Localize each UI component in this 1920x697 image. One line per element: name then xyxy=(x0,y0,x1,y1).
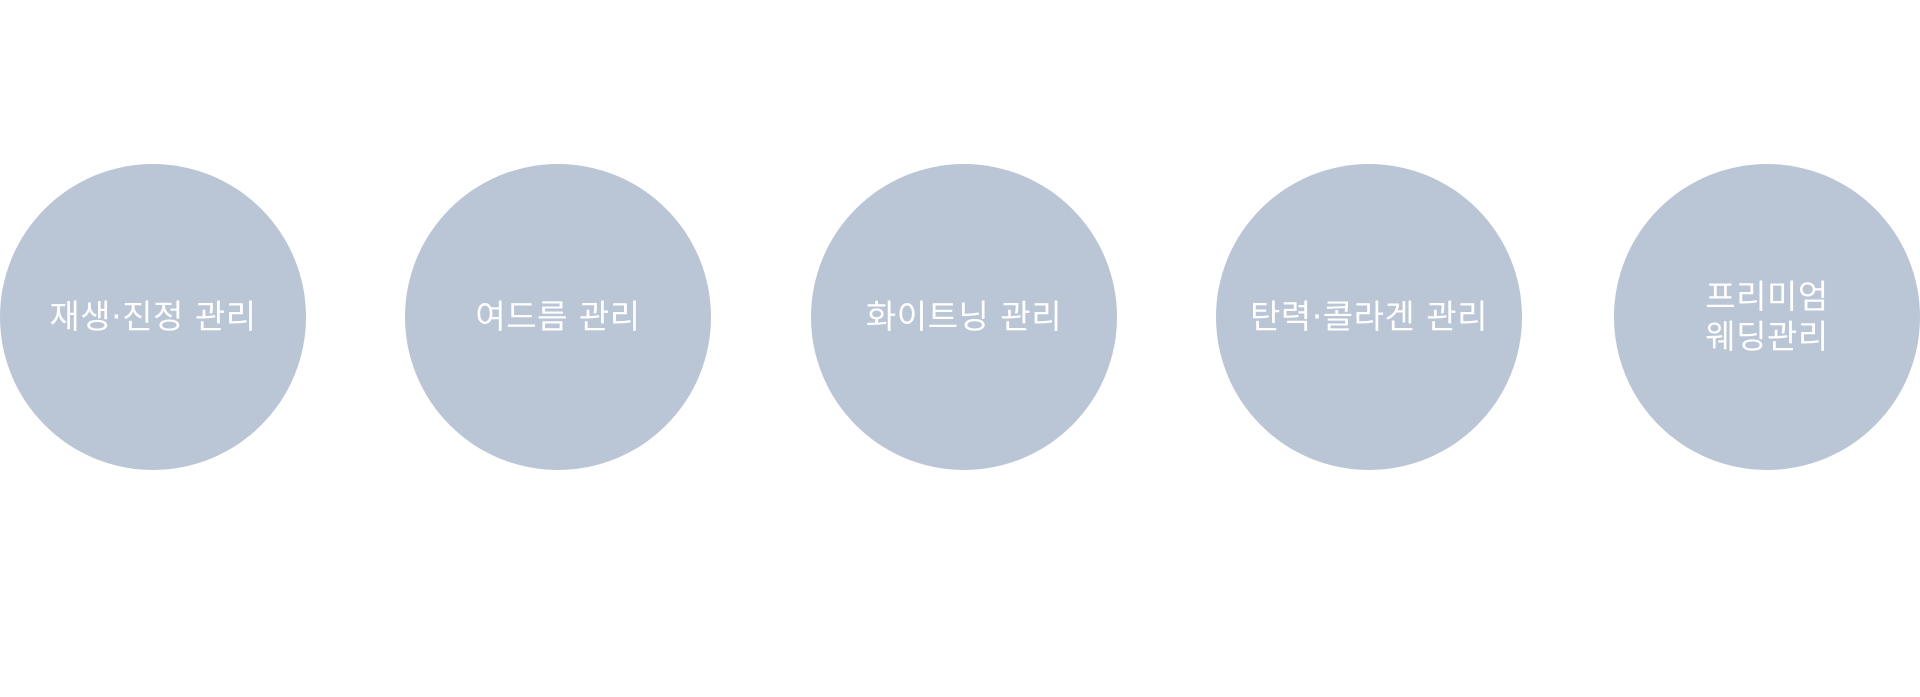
service-label: 프리미엄 웨딩관리 xyxy=(1705,277,1829,356)
service-circle-whitening[interactable]: 화이트닝 관리 xyxy=(811,164,1117,470)
service-circle-acne[interactable]: 여드름 관리 xyxy=(405,164,711,470)
service-label: 재생·진정 관리 xyxy=(49,297,257,336)
service-label: 탄력·콜라겐 관리 xyxy=(1250,297,1488,336)
service-circle-regeneration-soothing[interactable]: 재생·진정 관리 xyxy=(0,164,306,470)
service-circle-premium-wedding[interactable]: 프리미엄 웨딩관리 xyxy=(1614,164,1920,470)
service-list: 재생·진정 관리 여드름 관리 화이트닝 관리 탄력·콜라겐 관리 프리미엄 웨… xyxy=(0,164,1920,470)
service-circle-elasticity-collagen[interactable]: 탄력·콜라겐 관리 xyxy=(1216,164,1522,470)
service-label: 화이트닝 관리 xyxy=(865,297,1063,336)
service-label: 여드름 관리 xyxy=(475,297,641,336)
